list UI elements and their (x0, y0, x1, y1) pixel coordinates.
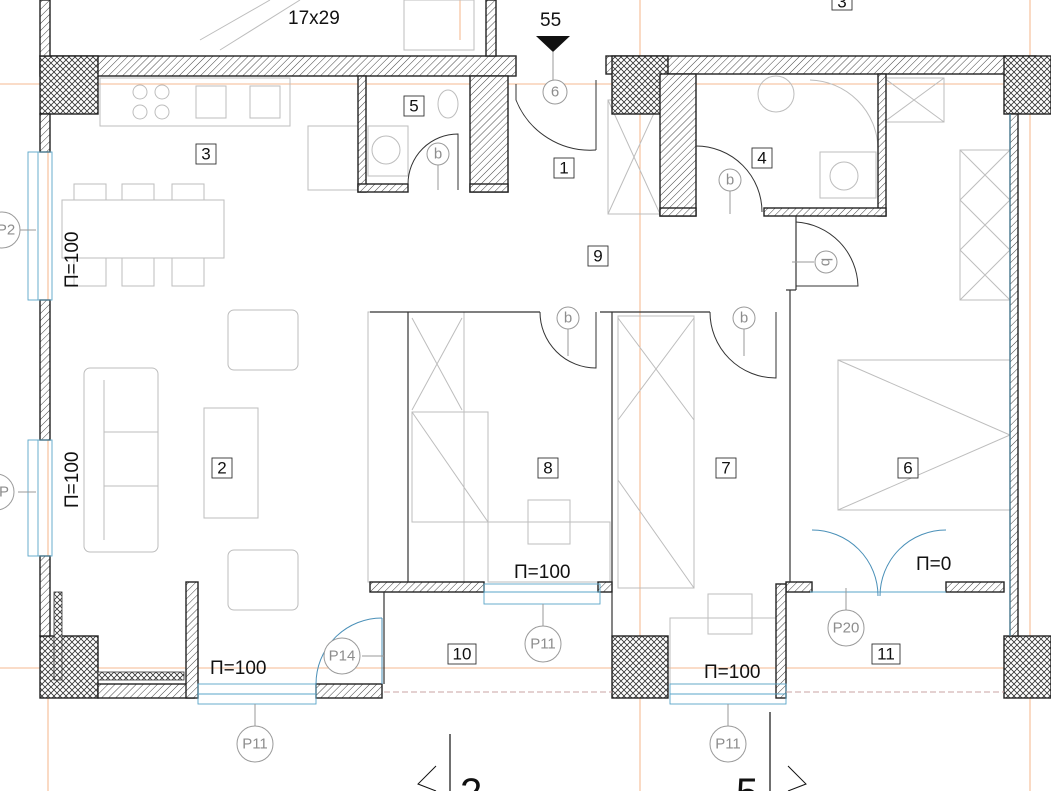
door-mark-p11-mid: P11 (524, 604, 562, 663)
opening-bottom-right: П=100 (704, 662, 760, 683)
room-tag-11: 11 (871, 643, 901, 665)
svg-text:P11: P11 (242, 736, 268, 753)
svg-text:7: 7 (721, 459, 730, 478)
svg-text:b: b (740, 310, 748, 327)
svg-text:P: P (0, 484, 9, 501)
room-tag-8: 8 (537, 457, 559, 479)
room-tag-9: 9 (587, 245, 609, 267)
elevation-label: 55 (540, 10, 561, 31)
opening-left-upper: П=100 (62, 232, 83, 288)
door-mark-p11-left: P11 (236, 704, 274, 763)
svg-text:5: 5 (409, 97, 418, 116)
svg-text:6: 6 (903, 459, 912, 478)
svg-text:10: 10 (453, 645, 472, 664)
window-mark-left-upper: P2 (0, 211, 36, 249)
door-mark-room7: b (732, 306, 756, 356)
svg-text:P11: P11 (530, 636, 556, 653)
svg-text:4: 4 (757, 149, 766, 168)
opening-right: П=0 (916, 554, 951, 575)
svg-text:3: 3 (837, 0, 846, 12)
svg-text:5: 5 (736, 771, 758, 791)
room-tag-10: 10 (447, 643, 477, 665)
room-tag-6: 6 (897, 457, 919, 479)
room-tag-1: 1 (553, 157, 575, 179)
room-tag-3-top: 3 (831, 0, 853, 12)
svg-text:6: 6 (551, 84, 559, 101)
svg-text:P2: P2 (0, 222, 15, 239)
partitions (370, 56, 797, 684)
room-tag-2: 2 (211, 457, 233, 479)
door-mark-wc4: b (718, 168, 742, 214)
section-mark-left: 2 (417, 734, 482, 791)
window-mark-left-lower: P (0, 473, 36, 511)
svg-text:2: 2 (460, 771, 482, 791)
doors (315, 80, 947, 685)
dimension-labels: 17x29 55 П=100 П=100 П=100 П=100 П=100 П… (62, 8, 951, 683)
svg-text:b: b (564, 310, 572, 327)
door-mark-p20: P20 (827, 588, 865, 647)
terrace-planter-bottom (97, 671, 185, 681)
section-mark-right: 5 (736, 712, 807, 791)
door-mark-p11-right: P11 (709, 704, 747, 763)
walls (39, 0, 1051, 699)
terrace-planter (53, 591, 63, 681)
door-mark-entry: 6 (542, 52, 568, 105)
door-marks: 6 b b b b b P14 P20 P11 P11 P11 P2 P (0, 52, 865, 763)
door-mark-wc5: b (426, 142, 450, 190)
svg-text:3: 3 (201, 145, 210, 164)
svg-text:2: 2 (217, 459, 226, 478)
svg-text:9: 9 (593, 247, 602, 266)
room-tags: 1 2 3 3 4 5 6 7 8 9 10 11 (195, 0, 919, 665)
furniture (61, 0, 1012, 685)
windows (27, 114, 1011, 705)
door-mark-p14: P14 (323, 637, 384, 675)
opening-bottom-left: П=100 (210, 658, 266, 679)
opening-left-lower: П=100 (62, 452, 83, 508)
svg-text:b: b (818, 258, 835, 266)
svg-text:b: b (434, 146, 442, 163)
elevation-marker-icon (536, 36, 570, 52)
svg-text:11: 11 (877, 645, 895, 664)
room-tag-3: 3 (195, 143, 217, 165)
svg-text:8: 8 (543, 459, 552, 478)
svg-text:1: 1 (559, 159, 568, 178)
door-mark-room8: b (556, 306, 580, 356)
room-tag-5: 5 (403, 95, 425, 117)
room-tag-4: 4 (751, 147, 773, 169)
svg-text:P14: P14 (329, 648, 356, 665)
room-tag-7: 7 (715, 457, 737, 479)
svg-text:b: b (726, 172, 734, 189)
stair-label: 17x29 (288, 8, 340, 29)
svg-text:P11: P11 (715, 736, 741, 753)
opening-middle: П=100 (514, 562, 570, 583)
section-marks: 2 5 (417, 712, 807, 791)
door-mark-corridor: b (792, 250, 838, 274)
svg-text:P20: P20 (833, 620, 860, 637)
